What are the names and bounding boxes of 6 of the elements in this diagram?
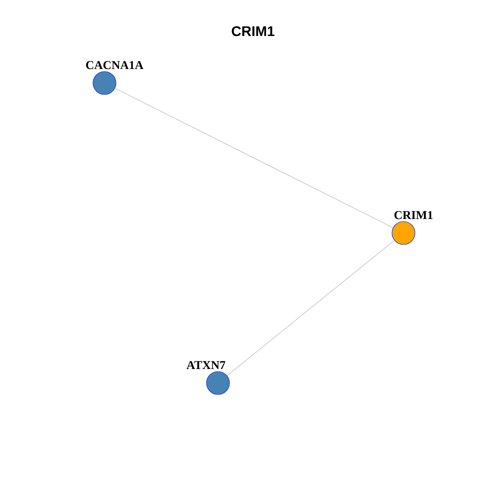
connector-line [114,88,394,228]
title: CRIM1 [232,26,274,36]
node-label: CACNA1A [86,61,144,70]
node-label: CRIM1 [394,211,433,220]
node-label: ATXN7 [186,361,226,369]
connector-line [226,240,395,376]
